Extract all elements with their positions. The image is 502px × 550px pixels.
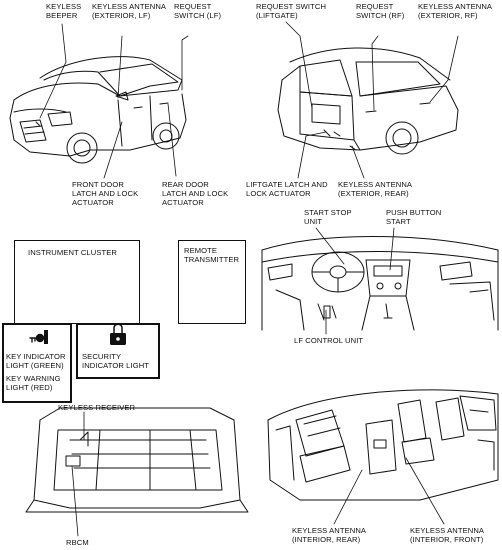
label-request-switch-lf: REQUEST SWITCH (LF)	[174, 2, 222, 20]
instrument-cluster-box	[14, 240, 140, 324]
vehicle-rear-view	[278, 48, 458, 154]
label-lf-control-unit: LF CONTROL UNIT	[294, 336, 364, 345]
leader-lines-cargo	[72, 412, 84, 536]
label-rbcm: RBCM	[66, 538, 89, 547]
label-instrument-cluster: INSTRUMENT CLUSTER	[28, 248, 117, 257]
key-indicator-box	[2, 323, 72, 403]
label-keyless-receiver: KEYLESS RECEIVER	[58, 403, 136, 412]
leader-lines-dashboard	[316, 228, 394, 334]
label-liftgate-latch: LIFTGATE LATCH AND LOCK ACTUATOR	[246, 180, 328, 198]
security-indicator-box	[76, 323, 160, 379]
label-key-warning-light: KEY WARNING LIGHT (RED)	[6, 374, 61, 392]
label-remote-transmitter: REMOTE TRANSMITTER	[184, 246, 240, 264]
leader-lines-rear-vehicle	[286, 22, 458, 178]
vehicle-front-view	[10, 57, 186, 163]
label-request-switch-rf: REQUEST SWITCH (RF)	[356, 2, 405, 20]
label-security-indicator-light: SECURITY INDICATOR LIGHT	[82, 352, 150, 370]
label-keyless-beeper: KEYLESS BEEPER	[46, 2, 82, 20]
dashboard-view	[262, 237, 498, 331]
label-start-stop-unit: START STOP UNIT	[304, 208, 352, 226]
leader-lines-front-vehicle	[40, 24, 188, 178]
leader-lines-cabin	[334, 458, 444, 524]
label-keyless-antenna-exterior-rear: KEYLESS ANTENNA (EXTERIOR, REAR)	[338, 180, 413, 198]
cabin-interior-view	[268, 390, 498, 500]
label-request-switch-liftgate: REQUEST SWITCH (LIFTGATE)	[256, 2, 327, 20]
label-keyless-antenna-exterior-lf: KEYLESS ANTENNA (EXTERIOR, LF)	[92, 2, 167, 20]
cargo-area-view	[26, 408, 248, 512]
label-keyless-antenna-interior-front: KEYLESS ANTENNA (INTERIOR, FRONT)	[410, 526, 485, 544]
label-key-indicator-light: KEY INDICATOR LIGHT (GREEN)	[6, 352, 66, 370]
label-front-door-latch: FRONT DOOR LATCH AND LOCK ACTUATOR	[72, 180, 139, 207]
label-push-button-start: PUSH BUTTON START	[386, 208, 442, 226]
label-rear-door-latch: REAR DOOR LATCH AND LOCK ACTUATOR	[162, 180, 229, 207]
key-icon	[30, 330, 48, 344]
label-keyless-antenna-exterior-rf: KEYLESS ANTENNA (EXTERIOR, RF)	[418, 2, 493, 20]
label-keyless-antenna-interior-rear: KEYLESS ANTENNA (INTERIOR, REAR)	[292, 526, 367, 544]
remote-transmitter-box	[178, 240, 246, 324]
